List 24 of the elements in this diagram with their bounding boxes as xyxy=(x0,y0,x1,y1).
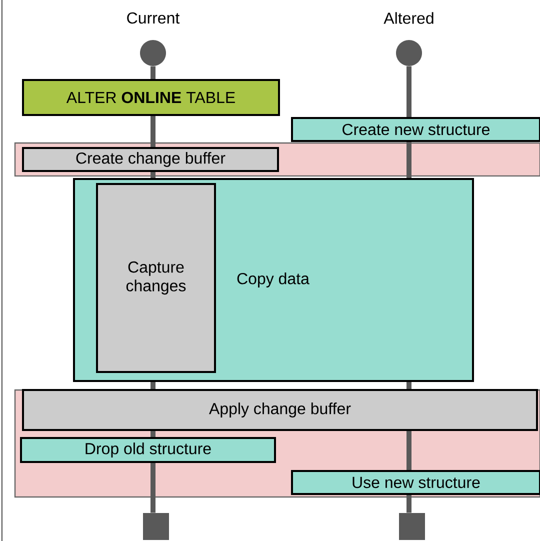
timeline-line xyxy=(150,66,156,79)
timeline-line xyxy=(150,431,156,437)
end-square xyxy=(399,513,425,540)
start-circle xyxy=(140,40,166,66)
timeline-line xyxy=(406,66,412,117)
step-box: Create change buffer xyxy=(22,147,279,172)
timeline-line xyxy=(150,116,156,147)
timeline-line xyxy=(406,431,412,470)
step-box: Capture changes xyxy=(96,183,216,373)
step-box: ALTER ONLINE TABLE xyxy=(22,79,280,116)
column-heading: Altered xyxy=(384,12,434,24)
timeline-line xyxy=(406,142,412,178)
timeline-line xyxy=(150,463,156,513)
step-box: Apply change buffer xyxy=(22,389,538,431)
step-box: Use new structure xyxy=(291,470,540,495)
timeline-line xyxy=(150,382,156,389)
column-heading: Current xyxy=(127,12,180,24)
step-box: Create new structure xyxy=(291,117,540,142)
timeline-line xyxy=(406,382,412,389)
timeline-line xyxy=(406,495,412,513)
start-circle xyxy=(396,40,422,66)
end-square xyxy=(143,513,169,540)
step-box: Drop old structure xyxy=(20,437,276,463)
timeline-line xyxy=(150,172,156,178)
